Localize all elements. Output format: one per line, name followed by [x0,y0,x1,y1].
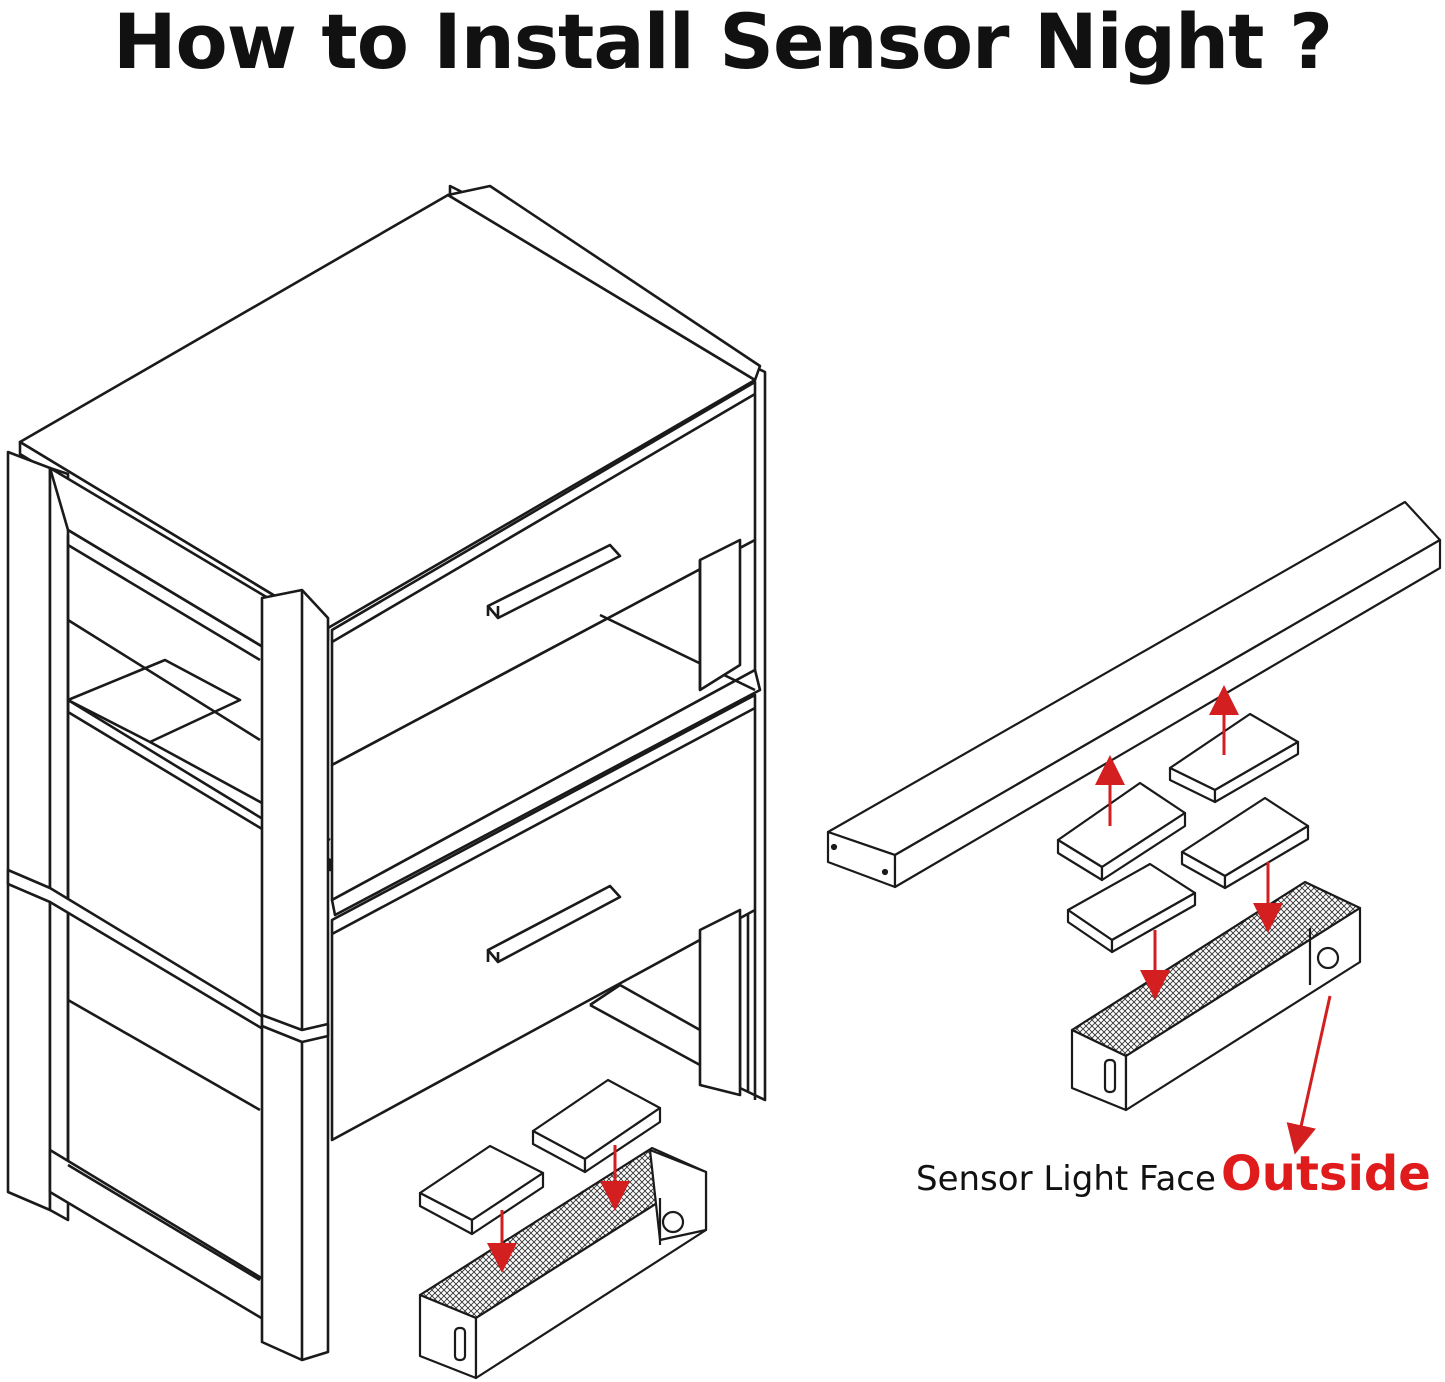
caption-prefix: Sensor Light Face [916,1159,1216,1199]
caption: Sensor Light Face Outside [916,1146,1431,1202]
up-arrow-icon [1095,685,1239,826]
down-arrow-icon [487,1145,630,1273]
led-sensor-light-bar-icon [1070,880,1362,1112]
nightstand-drawing [6,184,767,1362]
mounting-board [826,500,1442,889]
adhesive-pad-icon [1056,712,1310,954]
page-title: How to Install Sensor Night ? [112,0,1333,86]
down-arrow-icon [1140,862,1332,1155]
caption-emphasis: Outside [1220,1146,1431,1202]
adhesive-pad-icon [418,1078,662,1236]
led-sensor-light-bar-icon [418,1146,708,1380]
